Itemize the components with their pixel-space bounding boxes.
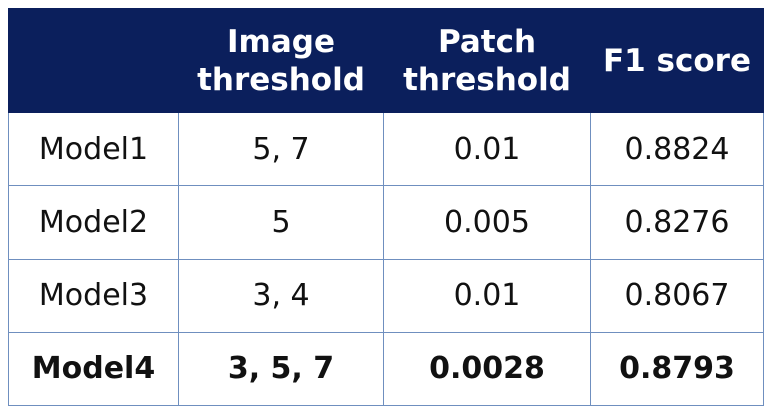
header-patch-threshold: Patch threshold bbox=[383, 8, 591, 113]
header-patch-threshold-line1: Patch bbox=[437, 23, 537, 60]
results-table-container: Image threshold Patch threshold F1 score… bbox=[8, 8, 764, 407]
model-name-cell: Model1 bbox=[8, 111, 179, 187]
model-name-cell: Model4 bbox=[8, 331, 179, 407]
patch-threshold-cell: 0.0028 bbox=[383, 331, 591, 407]
header-empty bbox=[8, 8, 179, 113]
table-row: Model1 5, 7 0.01 0.8824 bbox=[8, 111, 764, 187]
f1-score-cell: 0.8067 bbox=[590, 258, 764, 333]
header-f1-score: F1 score bbox=[590, 8, 764, 113]
f1-score-cell: 0.8276 bbox=[590, 185, 764, 260]
header-row: Image threshold Patch threshold F1 score bbox=[8, 8, 764, 113]
model-name-cell: Model3 bbox=[8, 258, 179, 333]
table-row: Model2 5 0.005 0.8276 bbox=[8, 185, 764, 260]
table-row: Model3 3, 4 0.01 0.8067 bbox=[8, 258, 764, 333]
table-row-highlighted: Model4 3, 5, 7 0.0028 0.8793 bbox=[8, 331, 764, 407]
f1-score-cell: 0.8793 bbox=[590, 331, 764, 407]
image-threshold-cell: 5, 7 bbox=[178, 111, 384, 187]
f1-score-cell: 0.8824 bbox=[590, 111, 764, 187]
model-name-cell: Model2 bbox=[8, 185, 179, 260]
header-patch-threshold-line2: threshold bbox=[403, 61, 571, 98]
header-f1-score-label: F1 score bbox=[603, 42, 751, 79]
header-image-threshold-line1: Image bbox=[227, 23, 335, 60]
header-image-threshold-line2: threshold bbox=[197, 61, 365, 98]
image-threshold-cell: 3, 5, 7 bbox=[178, 331, 384, 407]
patch-threshold-cell: 0.01 bbox=[383, 111, 591, 187]
patch-threshold-cell: 0.005 bbox=[383, 185, 591, 260]
patch-threshold-cell: 0.01 bbox=[383, 258, 591, 333]
image-threshold-cell: 5 bbox=[178, 185, 384, 260]
header-image-threshold: Image threshold bbox=[178, 8, 384, 113]
image-threshold-cell: 3, 4 bbox=[178, 258, 384, 333]
results-table: Image threshold Patch threshold F1 score… bbox=[8, 8, 764, 407]
